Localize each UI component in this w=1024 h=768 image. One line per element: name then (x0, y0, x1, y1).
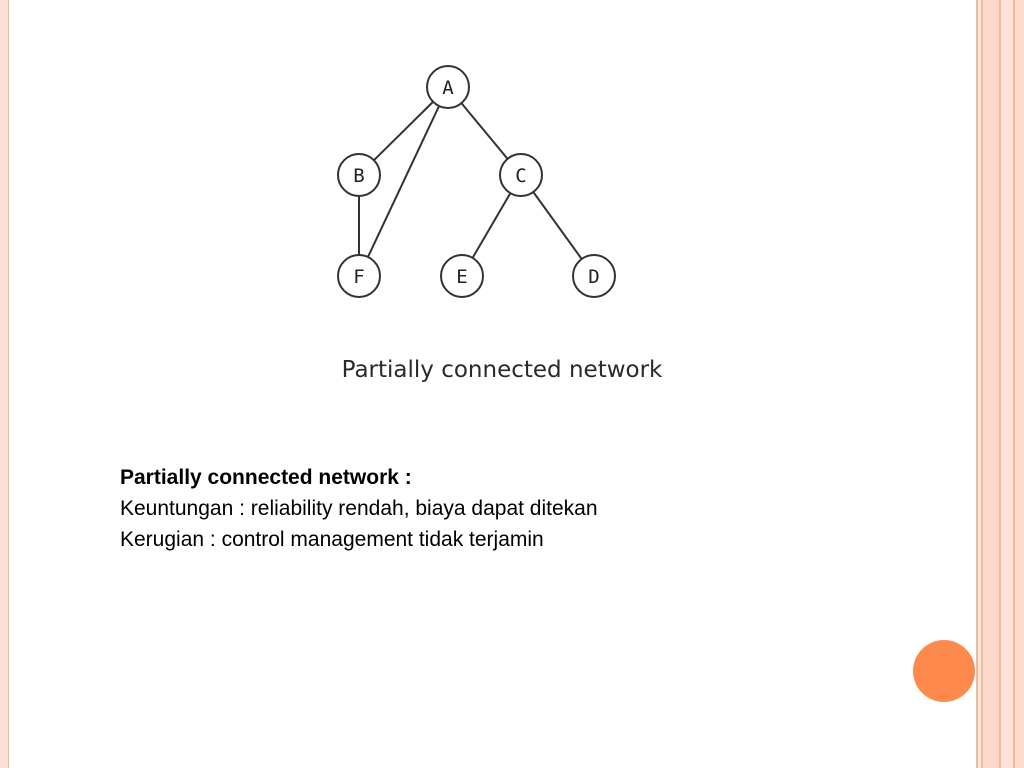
node-label: F (353, 266, 364, 288)
network-diagram: A B C F E D Partially connected network (300, 50, 720, 400)
edge-c-e (471, 192, 512, 259)
node-circle (440, 254, 484, 298)
node-circle (337, 153, 381, 197)
edge-c-d (532, 191, 583, 260)
node-f: F (337, 254, 381, 298)
description-heading: Partially connected network : (120, 466, 412, 489)
edge-a-c (460, 102, 509, 160)
node-circle (572, 254, 616, 298)
nodes-layer: A B C F E D (337, 65, 616, 298)
network-diagram-svg: A B C F E D Partially connected network (337, 65, 663, 383)
right-stripes-decoration (976, 0, 1024, 768)
diagram-caption: Partially connected network (342, 357, 663, 383)
left-border-decoration (0, 0, 9, 768)
node-circle (499, 153, 543, 197)
orange-circle-decoration (913, 640, 975, 702)
advantages-line: Keuntungan : reliability rendah, biaya d… (120, 497, 598, 520)
node-e: E (440, 254, 484, 298)
node-label: C (515, 165, 526, 187)
disadvantages-line: Kerugian : control management tidak terj… (120, 528, 544, 551)
node-circle (337, 254, 381, 298)
edges-layer (358, 101, 583, 260)
node-b: B (337, 153, 381, 197)
node-label: A (442, 77, 454, 99)
node-label: D (588, 266, 599, 288)
node-circle (426, 65, 470, 109)
node-a: A (426, 65, 470, 109)
edge-a-b (373, 101, 434, 161)
node-d: D (572, 254, 616, 298)
description-block: Partially connected network : Keuntungan… (120, 462, 820, 555)
edge-a-f (367, 105, 440, 258)
node-c: C (499, 153, 543, 197)
node-label: B (353, 165, 364, 187)
node-label: E (456, 266, 467, 288)
